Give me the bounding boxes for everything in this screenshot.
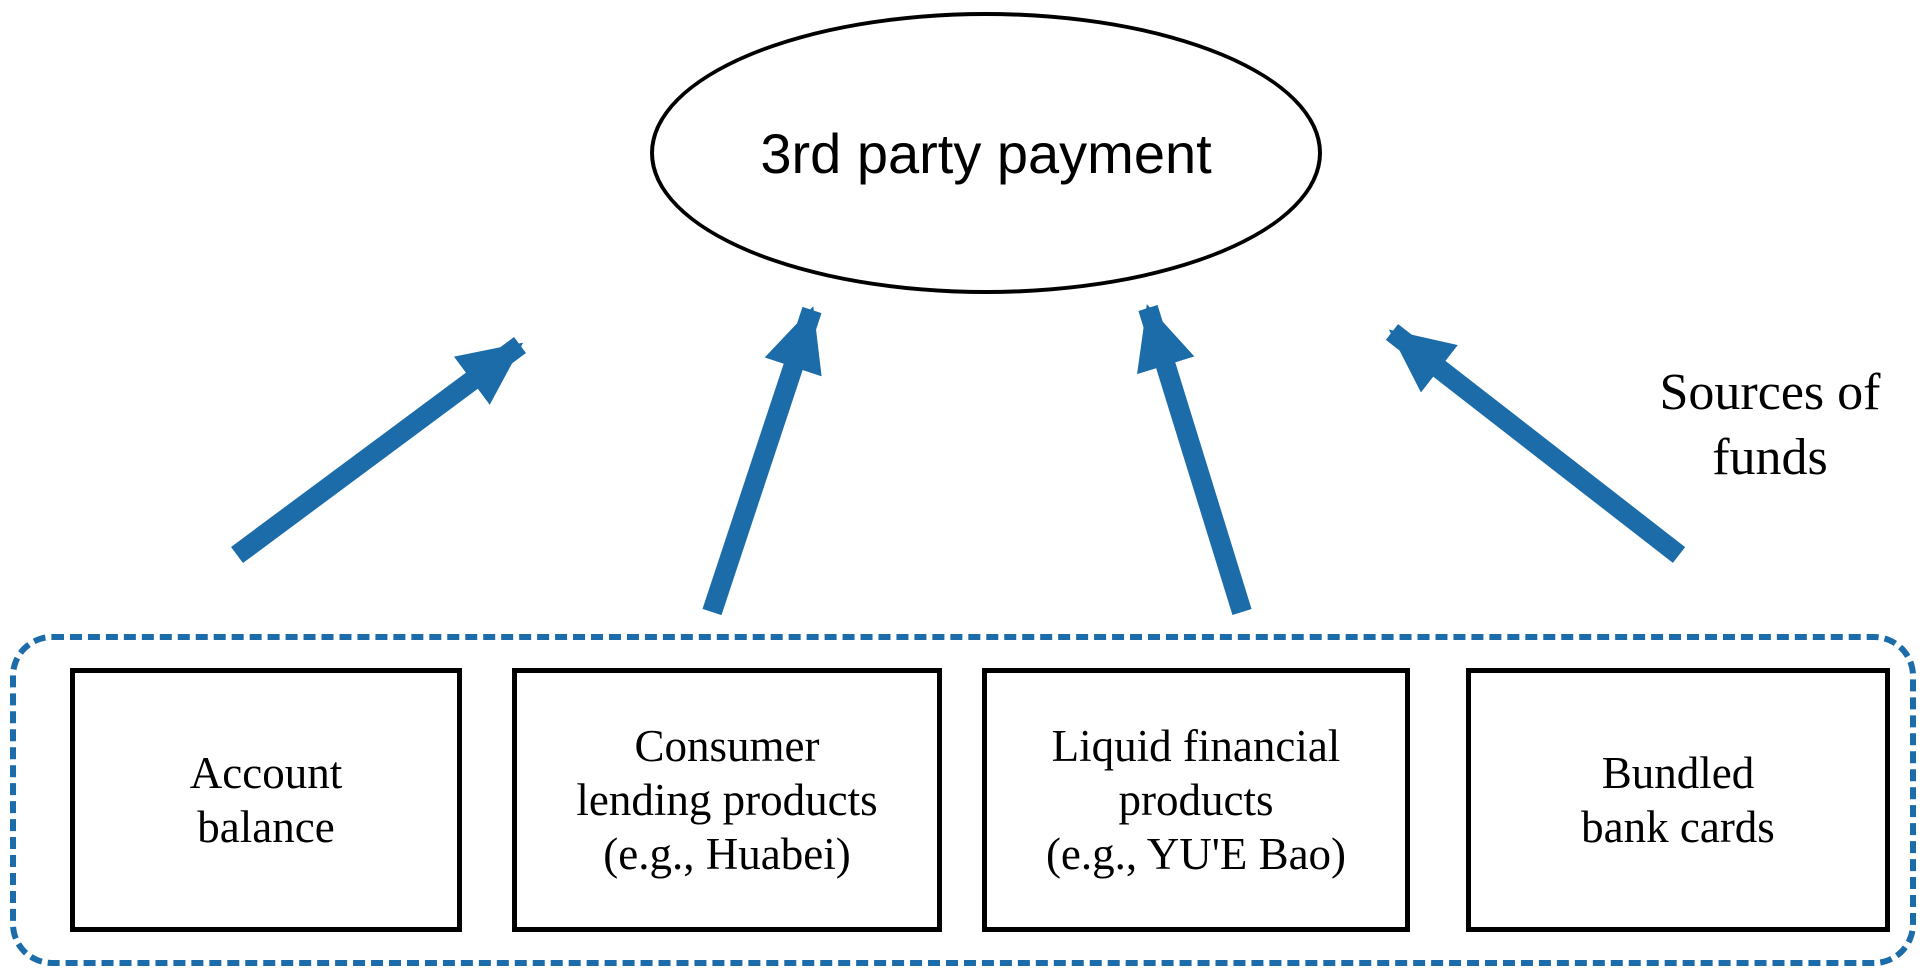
account-balance-label: Account balance — [189, 748, 343, 852]
liquid-financial-label: Liquid financial products (e.g., YU'E Ba… — [1045, 721, 1347, 879]
consumer-lending-box: Consumer lending products (e.g., Huabei) — [512, 668, 942, 932]
arrow-from-account-balance — [231, 336, 526, 564]
arrow-from-consumer-lending — [702, 306, 822, 616]
consumer-lending-label: Consumer lending products (e.g., Huabei) — [576, 721, 878, 879]
arrow-from-liquid-financial — [1137, 304, 1252, 615]
account-balance-box: Account balance — [70, 668, 462, 932]
bundled-bank-cards-box: Bundled bank cards — [1466, 668, 1890, 932]
third-party-payment-label: 3rd party payment — [760, 121, 1212, 185]
bundled-bank-cards-label: Bundled bank cards — [1581, 748, 1775, 852]
liquid-financial-box: Liquid financial products (e.g., YU'E Ba… — [982, 668, 1410, 932]
third-party-payment-node: 3rd party payment — [650, 12, 1322, 294]
sources-of-funds-label: Sources of funds — [1659, 364, 1881, 486]
